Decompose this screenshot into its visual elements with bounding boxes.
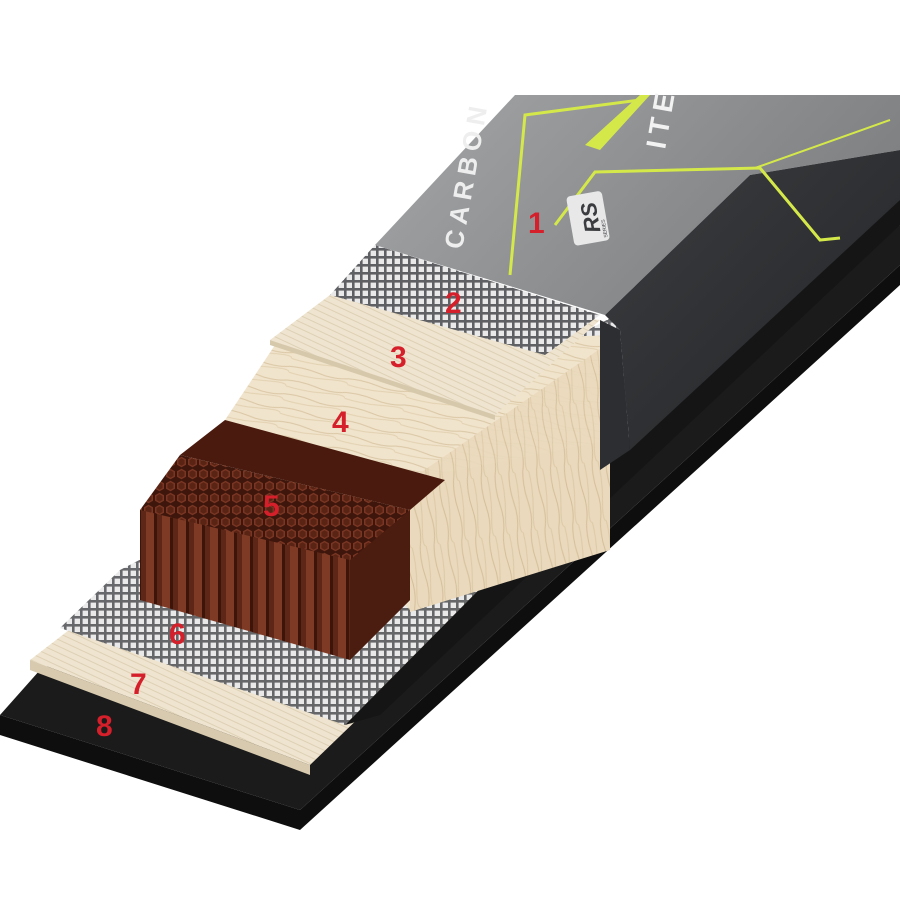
layer-label-4: 4 [332,406,349,439]
topsheet-logo-small: SERIES [600,218,609,238]
layer-label-8: 8 [96,710,113,743]
ski-sidewall [345,200,900,725]
topsheet-logo-text: RS [575,200,605,235]
topsheet-layer [375,95,900,470]
topsheet-logo: RS SERIES [566,191,610,246]
layer-label-3: 3 [390,341,407,374]
honeycomb-core-layer [140,420,445,660]
layer-label-1: 1 [528,207,545,240]
layer-labels: 1 2 3 4 5 6 7 8 [96,207,545,743]
layer-label-2: 2 [445,287,462,320]
wood-core-layer [225,335,625,612]
upper-fiberglass-mesh-layer [330,245,600,355]
layer-label-7: 7 [130,668,147,701]
layer-label-6: 6 [169,618,186,651]
layer-label-5: 5 [263,490,280,523]
